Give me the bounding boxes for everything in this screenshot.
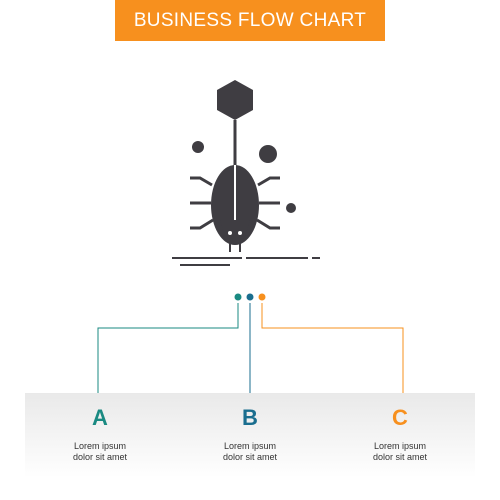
connector-dot-a (234, 293, 242, 301)
step-letter: A (92, 405, 108, 430)
connector-dot-b (246, 293, 254, 301)
page-title: BUSINESS FLOW CHART (133, 9, 367, 31)
step-text-line1: Lorem ipsum (73, 441, 127, 451)
step-description: Lorem ipsum dolor sit amet (25, 441, 175, 463)
step-card-b: B Lorem ipsum dolor sit amet (175, 393, 325, 478)
step-letter: B (242, 405, 258, 430)
step-description: Lorem ipsum dolor sit amet (325, 441, 475, 463)
step-card-a: A Lorem ipsum dolor sit amet (25, 393, 175, 478)
step-text-line2: dolor sit amet (372, 452, 428, 462)
step-text-line1: Lorem ipsum (373, 441, 427, 451)
title-banner: BUSINESS FLOW CHART (115, 0, 385, 41)
step-text-line1: Lorem ipsum (223, 441, 277, 451)
connector-dot-c (258, 293, 266, 301)
step-text-line2: dolor sit amet (222, 452, 278, 462)
step-card-c: C Lorem ipsum dolor sit amet (325, 393, 475, 478)
step-text-line2: dolor sit amet (72, 452, 128, 462)
step-description: Lorem ipsum dolor sit amet (175, 441, 325, 463)
bug-icon (160, 70, 340, 270)
step-letter: C (392, 405, 408, 430)
